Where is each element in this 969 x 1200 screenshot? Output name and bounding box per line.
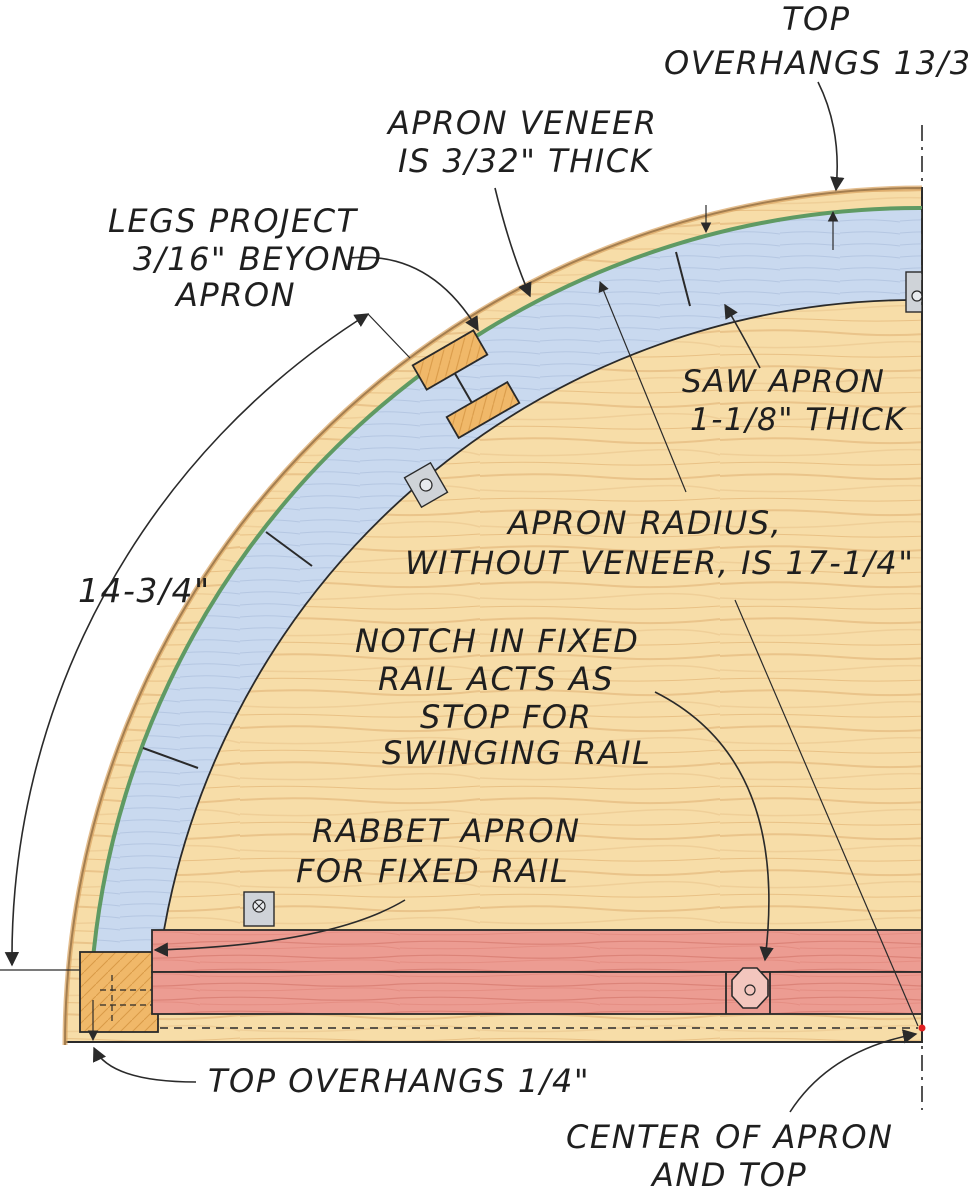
label-apron-radius-1: APRON RADIUS, [506, 504, 782, 542]
label-center-2: AND TOP [650, 1156, 807, 1194]
label-top-overhangs-top-2: OVERHANGS 13/32" [664, 44, 969, 82]
label-apron-veneer-2: IS 3/32" THICK [398, 142, 654, 180]
leader-legs [349, 256, 479, 332]
apron-joint-1 [675, 251, 691, 307]
label-apron-radius-2: WITHOUT VENEER, IS 17-1/4" [405, 544, 914, 582]
fastener-2 [403, 461, 449, 509]
leader-top-overhang-bottom [93, 1046, 197, 1083]
label-top-overhangs-bottom: TOP OVERHANGS 1/4" [208, 1062, 590, 1100]
tabletop [64, 186, 923, 1046]
fixed-rail [151, 929, 923, 973]
radius-line [734, 599, 919, 1027]
leader-notch [654, 691, 774, 962]
label-top-overhangs-top-1: TOP [782, 0, 851, 38]
label-notch-1: NOTCH IN FIXED [355, 622, 639, 660]
radius-line-upper [598, 281, 687, 493]
leader-top-overhang-top [817, 81, 845, 192]
label-saw-apron-1: SAW APRON [682, 364, 885, 400]
dim-arc [4, 313, 370, 967]
leader-rabbet [153, 899, 406, 957]
fastener-1 [243, 891, 275, 927]
leg-lower [445, 380, 521, 440]
label-apron-veneer-1: APRON VENEER [386, 104, 657, 142]
label-center-1: CENTER OF APRON [566, 1118, 893, 1156]
swinging-rail [151, 971, 923, 1015]
label-rabbet-2: FOR FIXED RAIL [296, 852, 569, 890]
label-legs-project-2: 3/16" BEYOND [133, 240, 383, 278]
leader-saw-apron [724, 303, 761, 369]
leader-center [789, 1029, 918, 1113]
corner-leg-block [79, 951, 159, 1033]
label-legs-project-1: LEGS PROJECT [108, 202, 359, 240]
label-legs-project-3: APRON [174, 276, 296, 314]
fastener-3 [905, 271, 923, 313]
label-notch-2: RAIL ACTS AS [378, 660, 614, 698]
label-saw-apron-2: 1-1/8" THICK [690, 402, 907, 438]
label-rabbet-1: RABBET APRON [312, 812, 581, 850]
label-notch-4: SWINGING RAIL [382, 734, 651, 772]
leader-veneer [494, 187, 532, 298]
label-dim-14-3-4: 14-3/4" [78, 571, 211, 610]
label-notch-3: STOP FOR [420, 698, 592, 736]
center-point [918, 1024, 926, 1032]
leg-upper [411, 329, 489, 391]
hinge-knuckle [731, 967, 769, 1009]
